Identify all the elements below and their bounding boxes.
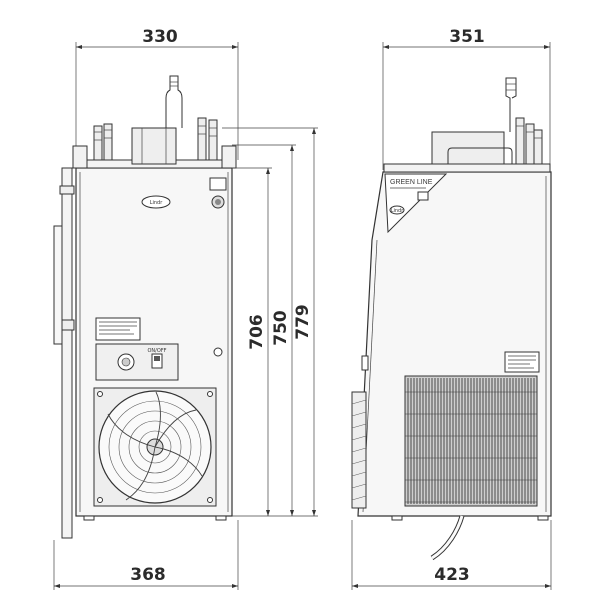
- front-view: 330: [53, 27, 318, 590]
- left-fittings: [93, 123, 113, 161]
- pump-housing: [131, 127, 177, 165]
- small-label: [209, 177, 227, 191]
- dim-front-bottom: 368: [53, 520, 239, 590]
- dim-height-body-label: 706: [247, 314, 267, 350]
- dim-heights: 706 750 779: [222, 127, 318, 517]
- dim-front-top: 330: [75, 27, 239, 160]
- dim-side-bottom-label: 423: [434, 565, 470, 585]
- dim-height-tubes-label: 750: [271, 310, 291, 346]
- drain-hose: [430, 515, 465, 561]
- fan: [93, 387, 217, 507]
- side-fan-guard: [351, 355, 369, 509]
- right-fittings: [197, 117, 218, 161]
- dim-height-total-label: 779: [293, 304, 313, 340]
- side-pipe: [53, 167, 75, 539]
- warning-label: [95, 317, 141, 341]
- side-label: [504, 351, 540, 373]
- side-logo-text: Lindr: [391, 208, 405, 214]
- front-logo: Lindr: [141, 195, 171, 209]
- side-top-parts: [383, 77, 551, 173]
- top-tube: [165, 75, 183, 128]
- front-screw: [213, 347, 223, 357]
- dim-side-bottom: 423: [351, 520, 552, 590]
- condenser-grille: [404, 375, 538, 507]
- brand-line-text: GREEN LINE: [390, 179, 433, 186]
- dim-front-bottom-label: 368: [130, 565, 166, 585]
- switch-label: ON/OFF: [147, 348, 166, 354]
- side-view: 351 GREEN LINE Lindr: [351, 27, 552, 590]
- dim-front-top-label: 330: [142, 27, 178, 47]
- brand-panel: GREEN LINE Lindr: [384, 173, 448, 234]
- control-panel: ON/OFF: [95, 343, 179, 381]
- dim-side-top-label: 351: [449, 27, 485, 47]
- dim-side-top: 351: [382, 27, 551, 170]
- front-logo-text: Lindr: [150, 200, 164, 206]
